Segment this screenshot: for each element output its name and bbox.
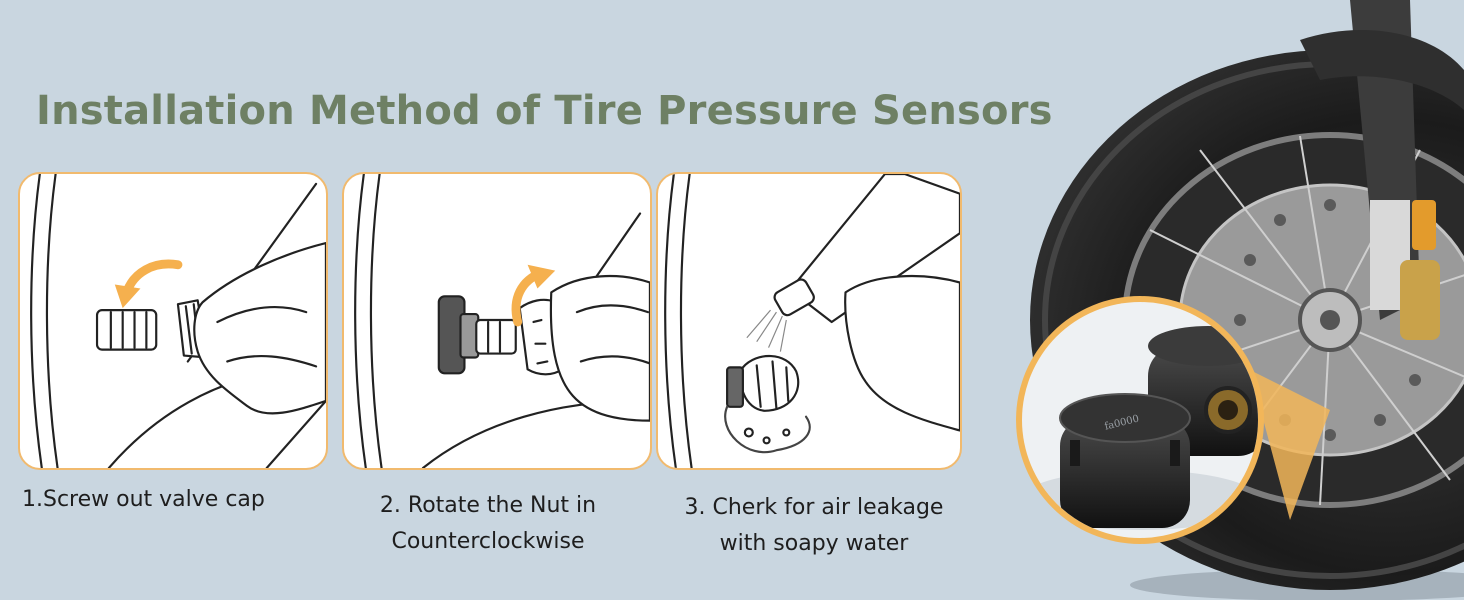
rim-line xyxy=(679,174,693,468)
hand-outline xyxy=(844,274,960,432)
valve-stem xyxy=(475,318,517,355)
hand-outline xyxy=(549,275,650,422)
spray-bottle xyxy=(795,174,960,324)
step-3-illustration xyxy=(656,172,962,470)
step-2-caption: 2. Rotate the Nut in Counterclockwise xyxy=(358,488,618,560)
hand-outline xyxy=(193,241,326,415)
step-3-line-1: 3. Cherk for air leakage xyxy=(684,495,944,520)
rim-line xyxy=(30,174,43,468)
wheel-illustration: fa0000 xyxy=(1016,0,1464,600)
step-2-line-1: 2. Rotate the Nut in xyxy=(379,493,597,518)
brake-caliper xyxy=(1400,260,1440,340)
step-3-drawing xyxy=(664,174,960,468)
rim-line xyxy=(354,174,367,468)
step-1-illustration xyxy=(18,172,328,470)
step-3-line-2: with soapy water xyxy=(719,531,909,556)
rim-line xyxy=(45,174,59,468)
rim-line xyxy=(369,174,383,468)
sensor-body xyxy=(739,354,800,412)
step-1-caption: 1.Screw out valve cap xyxy=(22,482,265,518)
step-1-drawing xyxy=(30,174,326,468)
step-2-drawing xyxy=(354,174,650,468)
tire-spoke xyxy=(265,399,326,468)
soap-foam xyxy=(724,405,811,454)
fender xyxy=(1300,30,1464,110)
step-2-line-2: Counterclockwise xyxy=(391,529,585,554)
page-title: Installation Method of Tire Pressure Sen… xyxy=(36,88,1053,134)
step-3-caption: 3. Cherk for air leakage with soapy wate… xyxy=(664,490,964,562)
valve-nut xyxy=(726,366,744,408)
spray-nozzle xyxy=(773,278,815,317)
spray-mist xyxy=(746,309,787,352)
step-2-illustration xyxy=(342,172,652,470)
sensor-cap-front: fa0000 xyxy=(1059,393,1191,528)
step-1-line-1: 1.Screw out valve cap xyxy=(22,487,265,512)
reflector xyxy=(1412,200,1436,250)
motorcycle-wheel-photo: fa0000 xyxy=(1000,0,1464,600)
rim-line xyxy=(664,174,677,468)
inset-pointer xyxy=(1250,370,1330,520)
